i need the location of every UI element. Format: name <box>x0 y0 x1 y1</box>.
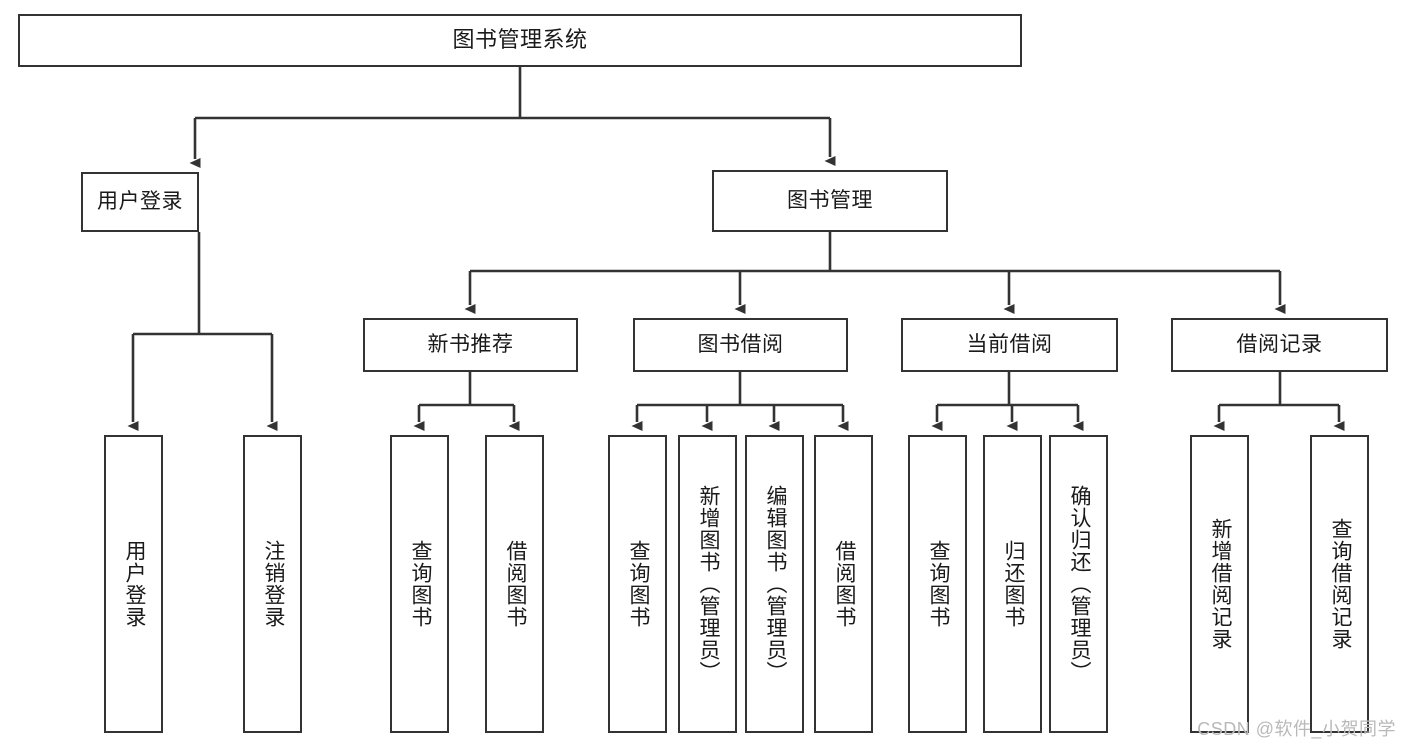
node-level3-current-borrow[interactable]: 当前借阅 <box>901 318 1118 372</box>
node-root[interactable]: 图书管理系统 <box>18 14 1022 67</box>
node-leaf-query-book-current[interactable]: 查询图书 <box>908 435 967 733</box>
node-leaf-confirm-return-admin[interactable]: 确认归还（管理员） <box>1049 435 1108 733</box>
node-leaf-borrow-book[interactable]: 借阅图书 <box>814 435 873 733</box>
csdn-watermark: CSDN @软件_小贺同学 <box>1197 719 1396 739</box>
node-leaf-query-book-borrow[interactable]: 查询图书 <box>608 435 667 733</box>
node-level2-book-management[interactable]: 图书管理 <box>712 170 948 232</box>
node-leaf-return-book[interactable]: 归还图书 <box>983 435 1042 733</box>
node-level2-user-login[interactable]: 用户登录 <box>81 172 199 232</box>
node-level3-new-book-recommend[interactable]: 新书推荐 <box>363 318 578 372</box>
node-leaf-edit-book-admin[interactable]: 编辑图书（管理员） <box>745 435 804 733</box>
node-leaf-add-borrow-record[interactable]: 新增借阅记录 <box>1190 435 1249 733</box>
node-leaf-user-login[interactable]: 用户登录 <box>104 435 163 733</box>
node-leaf-user-logout[interactable]: 注销登录 <box>243 435 302 733</box>
node-leaf-query-book-newbook[interactable]: 查询图书 <box>390 435 449 733</box>
node-leaf-query-borrow-record[interactable]: 查询借阅记录 <box>1310 435 1369 733</box>
node-leaf-borrow-book-newbook[interactable]: 借阅图书 <box>485 435 544 733</box>
node-level3-book-borrow[interactable]: 图书借阅 <box>633 318 848 372</box>
node-level3-borrow-records[interactable]: 借阅记录 <box>1171 318 1388 372</box>
node-leaf-add-book-admin[interactable]: 新增图书（管理员） <box>678 435 737 733</box>
